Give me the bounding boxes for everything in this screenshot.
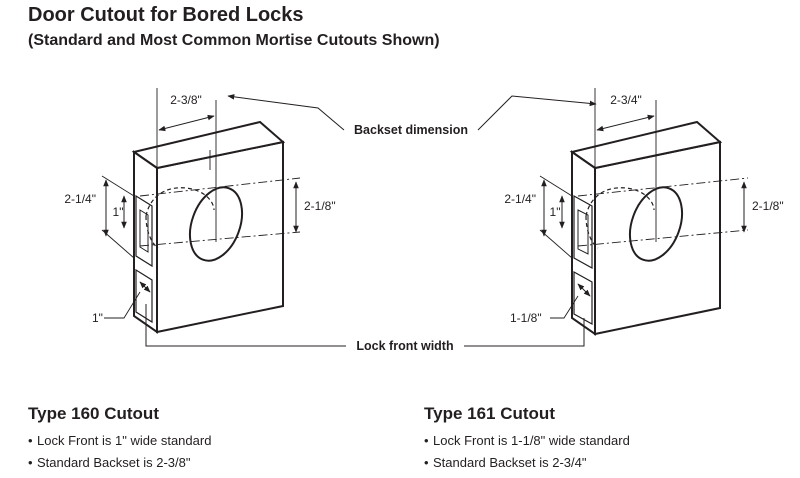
right-hidden-bore <box>585 187 655 217</box>
left-lock-front-cutout <box>135 194 153 268</box>
page-subtitle: (Standard and Most Common Mortise Cutout… <box>28 32 440 49</box>
left-front-width-label: 1" <box>92 311 103 325</box>
left-height-outer-label: 2-1/4" <box>64 192 96 206</box>
left-bore-hole <box>188 186 244 262</box>
type-161-heading: Type 161 Cutout <box>424 404 555 423</box>
list-item: •Standard Backset is 2-3/4" <box>424 455 587 470</box>
left-door-diagram <box>101 88 301 334</box>
right-lock-front-cutout <box>573 194 593 270</box>
type-161-list: •Lock Front is 1-1/8" wide standard •Sta… <box>424 430 754 474</box>
lock-front-leader-right <box>464 318 585 347</box>
lock-front-callout-label: Lock front width <box>356 339 453 353</box>
backset-callout-label: Backset dimension <box>354 123 468 137</box>
left-door-front-face <box>156 140 284 334</box>
lock-front-leader-left <box>145 304 346 347</box>
type-160-section: Type 160 Cutout •Lock Front is 1" wide s… <box>28 404 358 474</box>
list-item: •Standard Backset is 2-3/8" <box>28 455 191 470</box>
list-item: •Lock Front is 1" wide standard <box>28 433 212 448</box>
right-height-inner-label: 1" <box>550 205 561 219</box>
list-item: •Lock Front is 1-1/8" wide standard <box>424 433 630 448</box>
right-front-width-label: 1-1/8" <box>510 311 542 325</box>
type-161-section: Type 161 Cutout •Lock Front is 1-1/8" wi… <box>424 404 754 474</box>
type-160-heading: Type 160 Cutout <box>28 404 159 423</box>
right-door-diagram <box>539 88 749 336</box>
left-bore-label: 2-1/8" <box>304 199 336 213</box>
right-bore-label: 2-1/8" <box>752 199 784 213</box>
right-door-front-face <box>594 140 721 336</box>
right-backset-label: 2-3/4" <box>610 93 642 107</box>
right-height-outer-label: 2-1/4" <box>504 192 536 206</box>
left-backset-label: 2-3/8" <box>170 93 202 107</box>
backset-leader-right <box>477 95 597 131</box>
backset-leader-left <box>227 94 345 131</box>
left-hidden-bore <box>145 187 215 217</box>
type-160-list: •Lock Front is 1" wide standard •Standar… <box>28 430 358 474</box>
left-height-inner-label: 1" <box>113 205 124 219</box>
page-title: Door Cutout for Bored Locks <box>28 4 304 26</box>
right-bore-hole <box>628 186 684 262</box>
